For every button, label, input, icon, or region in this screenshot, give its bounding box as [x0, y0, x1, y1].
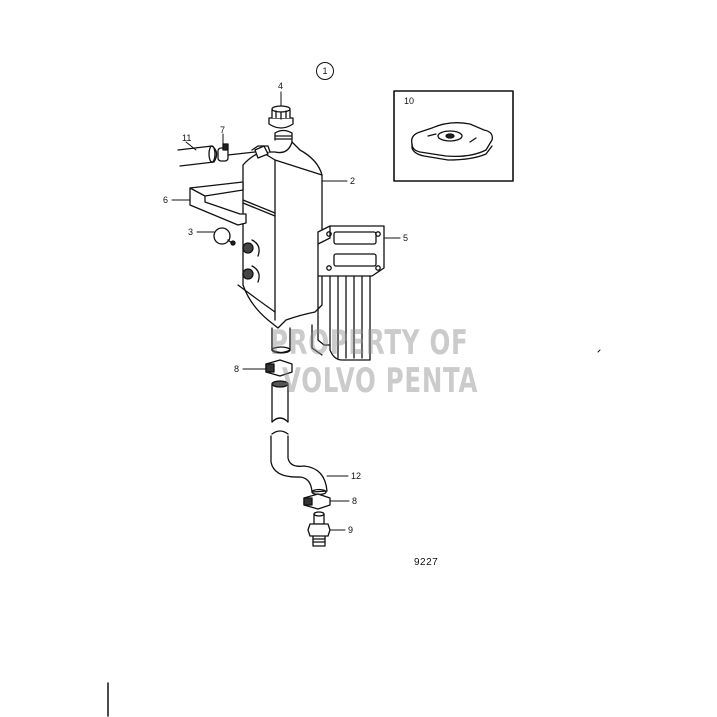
leader-lines: [171, 91, 401, 531]
figure-number: 9227: [414, 557, 439, 568]
hose-clamp-drawing: [217, 143, 269, 162]
watermark-line2: VOLVO PENTA: [282, 361, 479, 401]
filler-cap-drawing: [268, 105, 294, 129]
heat-exchanger-drawing: [311, 225, 385, 361]
hose-clamp-upper-drawing: [265, 359, 293, 377]
part-label-3[interactable]: 3: [188, 227, 194, 237]
hose-clamp-lower-drawing: [303, 493, 331, 510]
part-label-6[interactable]: 6: [163, 195, 169, 205]
expansion-tank-drawing: [237, 129, 323, 354]
plug-drawing: [213, 227, 236, 246]
hose-drawing: [177, 145, 218, 167]
part-label-2[interactable]: 2: [350, 176, 356, 186]
part-label-10[interactable]: 10: [404, 96, 415, 106]
part-label-8-upper[interactable]: 8: [234, 364, 240, 374]
part-label-12[interactable]: 12: [351, 471, 362, 481]
group-callout: 1: [316, 62, 334, 80]
part-label-9[interactable]: 9: [348, 525, 354, 535]
nipple-drawing: [307, 511, 331, 547]
watermark-line1: PROPERTY OF: [270, 323, 469, 363]
part-label-7[interactable]: 7: [220, 125, 226, 135]
hose-straight-segment: [271, 380, 289, 423]
pressure-cap-inset: [393, 90, 514, 182]
part-label-11[interactable]: 11: [182, 133, 192, 143]
hose-bent-drawing: [270, 430, 328, 496]
stray-mark: [597, 349, 601, 353]
part-label-4[interactable]: 4: [278, 81, 284, 91]
part-label-8-lower[interactable]: 8: [352, 496, 358, 506]
part-label-5[interactable]: 5: [403, 233, 409, 243]
bracket-drawing: [189, 181, 247, 226]
